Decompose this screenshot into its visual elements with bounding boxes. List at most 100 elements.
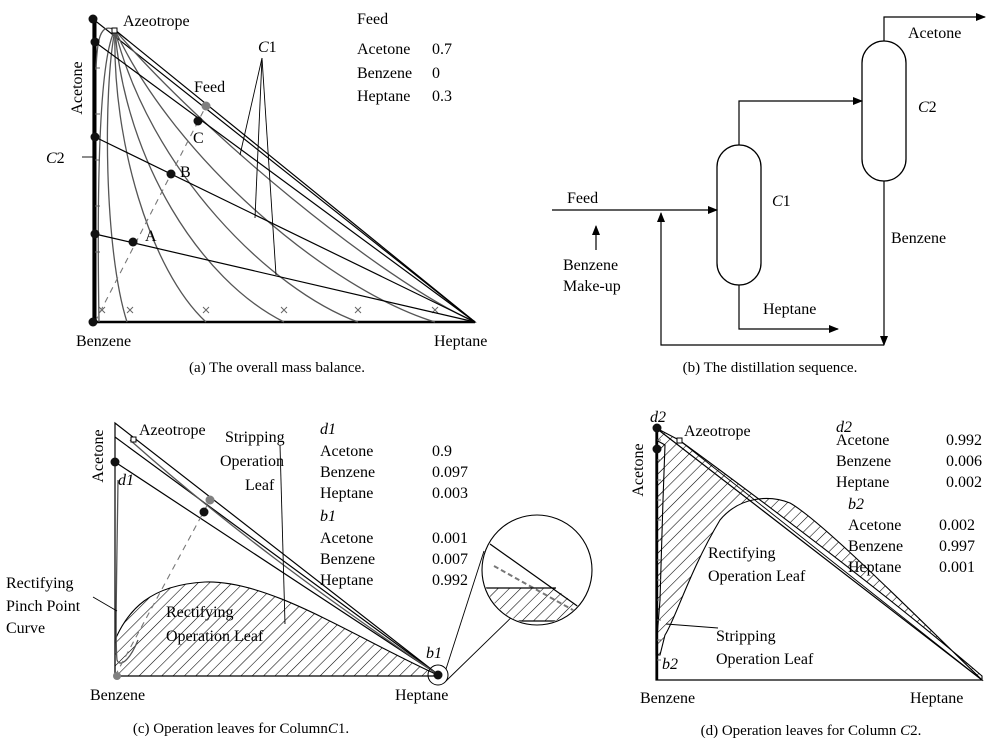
recycle-stream	[657, 212, 884, 346]
triangle-a	[92, 17, 477, 323]
mass-balance-lines	[82, 29, 476, 323]
stripping-leaf-label: Operation	[220, 453, 284, 470]
d1-table-name: Heptane	[320, 485, 373, 502]
feed-table-name: Heptane	[357, 88, 410, 105]
azeotrope-label: Azeotrope	[123, 13, 190, 30]
b2-label: b2	[662, 656, 678, 673]
b2-table-value: 0.002	[939, 517, 975, 534]
b2-table-value: 0.001	[939, 559, 975, 576]
feed-dash-c	[114, 499, 211, 677]
column-c1-vessel	[716, 144, 762, 286]
process-feed-label: Feed	[567, 190, 598, 207]
point-d1	[90, 37, 100, 47]
d1-table-value: 0.097	[432, 464, 468, 481]
rectifying-leaf-label-d: Operation Leaf	[708, 568, 806, 585]
balance-line-d	[678, 439, 983, 681]
b1-table-value: 0.992	[432, 572, 468, 589]
zoom-inset	[481, 514, 593, 626]
d1-label: d1	[118, 472, 134, 489]
feed-table-name: Benzene	[357, 65, 412, 82]
d2-table-name: Acetone	[836, 432, 889, 449]
acetone-vertex-point	[88, 14, 98, 24]
b1-table: b1 Acetone 0.001 Benzene 0.007 Heptane 0…	[320, 508, 468, 589]
d2-table-name: Benzene	[836, 453, 891, 470]
vertex-acetone-label: Acetone	[69, 61, 86, 114]
heptane-product-label: Heptane	[763, 301, 816, 318]
azeotrope-marker-a	[111, 27, 118, 34]
stripping-leaf-c	[129, 439, 441, 677]
d1-table-name: Acetone	[320, 443, 373, 460]
d2-label: d2	[650, 409, 666, 426]
balance-line-d1	[114, 461, 441, 677]
point-a	[128, 237, 138, 247]
point-b-label: B	[180, 164, 191, 181]
acetone-product-label: Acetone	[908, 25, 961, 42]
d1-table-title: d1	[320, 421, 336, 438]
b1-table-value: 0.001	[432, 530, 468, 547]
heptane-stream	[738, 285, 839, 333]
b1-zoom-ring	[427, 664, 449, 686]
point-c2-low	[90, 229, 100, 239]
c1-column-label: C1	[772, 193, 791, 210]
d1-table: d1 Acetone 0.9 Benzene 0.097 Heptane 0.0…	[320, 421, 468, 502]
benzene-recycle-label: Benzene	[891, 230, 946, 247]
column-c1-label: C1	[258, 39, 277, 56]
d2-table-name: Heptane	[836, 474, 889, 491]
feed-table-name: Acetone	[357, 41, 410, 58]
feed-table-value: 0.3	[432, 88, 452, 105]
d2-table-value: 0.002	[946, 474, 982, 491]
feed-point-label: Feed	[194, 79, 225, 96]
b2-table-value: 0.997	[939, 538, 975, 555]
b2-table-name: Acetone	[848, 517, 901, 534]
vertex-heptane-label-d: Heptane	[910, 690, 963, 707]
b1-table-name: Heptane	[320, 572, 373, 589]
zoom-guide-1	[445, 550, 485, 670]
rectifying-leaf-label-c: Operation Leaf	[166, 628, 264, 645]
stripping-leaf-label-d: Operation Leaf	[716, 651, 814, 668]
stripping-leaf-label: Leaf	[245, 477, 275, 494]
feed-point	[201, 101, 211, 111]
makeup-label-line2: Make-up	[563, 278, 621, 295]
feed-table-value: 0	[432, 65, 440, 82]
rectifying-leaf-c	[114, 581, 441, 677]
benzene-point-c	[113, 672, 121, 680]
d2-table-title: d2	[836, 419, 852, 436]
b1-label: b1	[426, 645, 442, 662]
d2-point	[652, 444, 662, 454]
benzene-vertex-point	[88, 317, 98, 327]
azeotrope-label-d: Azeotrope	[684, 423, 751, 440]
azeotrope-label-c: Azeotrope	[139, 422, 206, 439]
feed-table-title: Feed	[357, 11, 388, 28]
point-c-label: C	[193, 130, 204, 147]
feed-table-value: 0.7	[432, 41, 452, 58]
b1-table-name: Acetone	[320, 530, 373, 547]
b1-table-name: Benzene	[320, 551, 375, 568]
d2-table-value: 0.006	[946, 453, 982, 470]
axis-d-ticks	[657, 439, 661, 661]
caption-b: (b) The distillation sequence.	[683, 360, 858, 376]
panel-b: Feed Benzene Make-up C1 C2 Heptane Aceto…	[552, 13, 986, 376]
d1-table-name: Benzene	[320, 464, 375, 481]
pinch-curve-label: Pinch Point	[6, 598, 81, 615]
vertex-benzene-label: Benzene	[76, 333, 131, 350]
c2-column-label: C2	[918, 99, 937, 116]
point-c	[193, 116, 203, 126]
pinch-curve-c	[115, 479, 139, 664]
b1-table-value: 0.007	[432, 551, 468, 568]
vertex-acetone-label-c: Acetone	[90, 429, 107, 482]
point-b	[166, 169, 176, 179]
triangle-d	[655, 426, 984, 681]
feed-point-c	[205, 495, 215, 505]
panel-d: Acetone d2 b2 Azeotrope Rectifying Opera…	[630, 409, 984, 739]
azeotrope-marker-c	[130, 436, 137, 443]
b2-table-title: b2	[848, 496, 864, 513]
caption-c: (c) Operation leaves for ColumnC1.	[133, 721, 349, 737]
rectifying-leaf-label-c: Rectifying	[166, 604, 234, 621]
column-c2-vessel	[861, 40, 907, 182]
b2-table: b2 Acetone 0.002 Benzene 0.997 Heptane 0…	[848, 496, 975, 576]
pinch-pointer	[92, 596, 118, 612]
panel-a: Acetone Azeotrope Feed C B A C1 C2 Benze…	[46, 11, 487, 376]
point-a-label: A	[145, 228, 157, 245]
balance-line-outer	[114, 436, 441, 677]
